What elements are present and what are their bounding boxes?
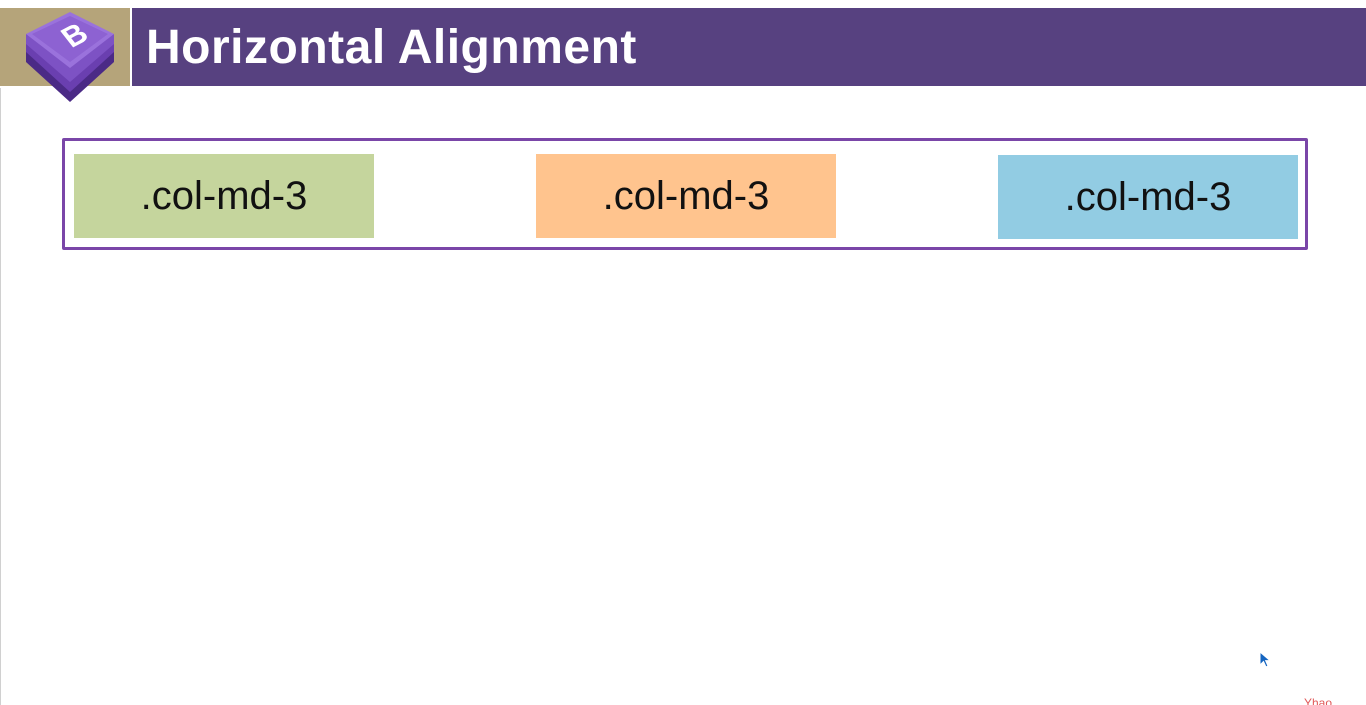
slide-header: B Horizontal Alignment — [0, 0, 1366, 102]
slide-edge — [0, 86, 1, 705]
title-bar: Horizontal Alignment — [132, 8, 1366, 86]
page-title: Horizontal Alignment — [146, 21, 637, 74]
mouse-cursor-icon — [1259, 651, 1272, 668]
bootstrap-logo-icon: B — [26, 12, 114, 102]
logo-panel: B — [0, 8, 130, 102]
column-2: .col-md-3 — [536, 154, 836, 238]
row-container: .col-md-3 .col-md-3 .col-md-3 — [62, 138, 1308, 250]
column-1: .col-md-3 — [74, 154, 374, 238]
watermark-text: Yhao — [1304, 696, 1333, 705]
column-3: .col-md-3 — [998, 155, 1298, 239]
